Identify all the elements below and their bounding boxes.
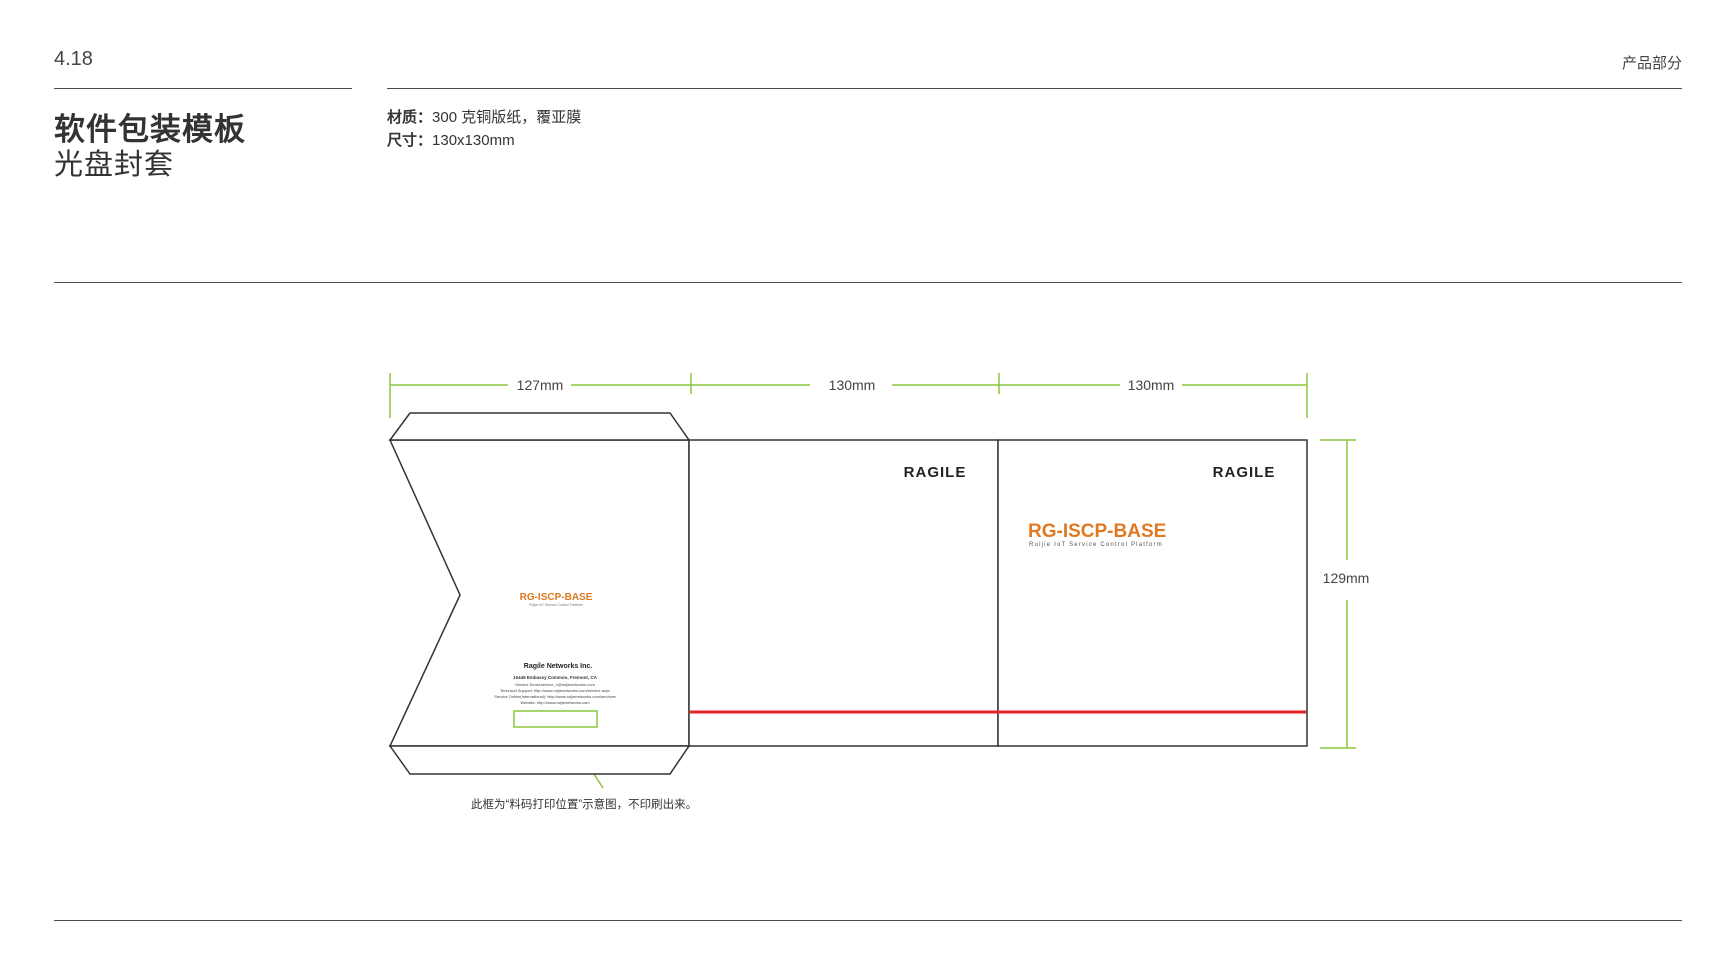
company-address: 10449 Embassy Common, Fremont, CA (513, 675, 598, 680)
section-divider (54, 282, 1682, 283)
spec-material-value: 300 克铜版纸，覆亚膜 (432, 109, 582, 126)
spec-material-label: 材质： (387, 109, 433, 126)
product-tagline-flap: Ruijie IoT Service Control Platform (529, 603, 583, 607)
spec-size: 尺寸：130x130mm (387, 129, 515, 150)
dim-label-panel-2: 130mm (1128, 377, 1175, 393)
dim-label-flap: 127mm (517, 377, 564, 393)
annotation-note: 此框为“料码打印位置”示意图，不印刷出来。 (471, 797, 697, 811)
product-name-flap: RG-ISCP-BASE (520, 592, 593, 603)
spec-size-label: 尺寸： (387, 132, 433, 149)
section-number: 4.18 (54, 48, 93, 70)
header-divider-left (54, 88, 352, 89)
spec-material: 材质：300 克铜版纸，覆亚膜 (387, 106, 581, 127)
company-info-line-3: Service Online(International): http://ww… (494, 694, 615, 699)
brand-logo-back: RAGILE (904, 464, 967, 481)
product-tagline-front: Ruijie IoT Service Control Platform (1029, 542, 1163, 548)
section-name: 产品部分 (1621, 55, 1682, 72)
company-name: Ragile Networks Inc. (524, 663, 593, 670)
spec-size-value: 130x130mm (432, 132, 515, 149)
page-title: 软件包装模板 (54, 112, 246, 147)
sleeve-outline (388, 412, 1308, 775)
company-info-line-1: Service Email:service_c@ruijienetworks.c… (515, 682, 595, 687)
page-subtitle: 光盘封套 (54, 149, 175, 181)
brand-logo-front: RAGILE (1213, 464, 1276, 481)
footer-divider (54, 920, 1682, 921)
company-info-line-2: Technical Support: http://www.ruijienetw… (500, 688, 610, 693)
company-info-line-4: Website: http://www.ruijienetworks.com (520, 700, 590, 705)
dim-label-panel-1: 130mm (829, 377, 876, 393)
flap-bottom-tab (388, 745, 691, 775)
back-panel (688, 439, 999, 747)
dim-label-height: 129mm (1323, 570, 1370, 586)
dimension-lines (389, 373, 1356, 789)
front-panel (997, 439, 1308, 747)
barcode-placeholder (513, 710, 598, 728)
flap-top-tab (388, 412, 691, 441)
product-name-front: RG-ISCP-BASE (1028, 521, 1166, 542)
header-divider-right (387, 88, 1682, 89)
